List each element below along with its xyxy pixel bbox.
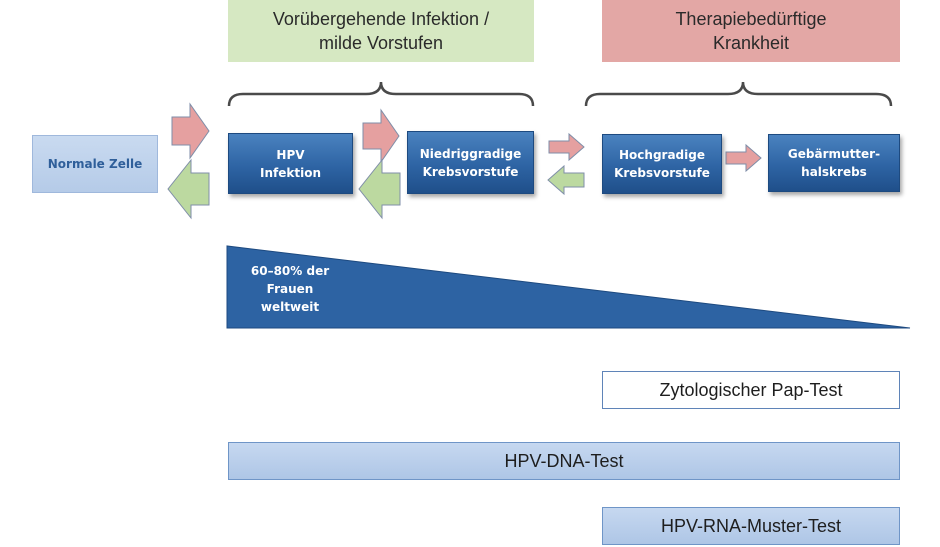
stage-cervical-cancer: Gebärmutter- halskrebs (768, 134, 900, 192)
arrow-right-icon-3 (548, 132, 585, 162)
stage-hpv-infection: HPV Infektion (228, 133, 353, 194)
stage-high-grade-precursor-label: Hochgradige Krebsvorstufe (614, 148, 710, 180)
prevalence-label-text: 60–80% der Frauen weltweit (250, 264, 330, 314)
header-transient-infection: Vorübergehende Infektion / milde Vorstuf… (228, 0, 534, 62)
arrow-left-icon-1 (167, 158, 210, 220)
test-pap: Zytologischer Pap-Test (602, 371, 900, 409)
arrow-left-icon-2 (358, 158, 401, 220)
test-pap-label: Zytologischer Pap-Test (659, 379, 843, 400)
stage-hpv-infection-label: HPV Infektion (260, 147, 321, 180)
test-hpv-rna: HPV-RNA-Muster-Test (602, 507, 900, 545)
test-hpv-rna-label: HPV-RNA-Muster-Test (660, 515, 842, 536)
brace-left-path (227, 81, 535, 107)
arrow-left-icon-3 (547, 164, 585, 196)
header-transient-infection-label: Vorübergehende Infektion / milde Vorstuf… (272, 9, 490, 53)
stage-low-grade-precursor: Niedriggradige Krebsvorstufe (407, 131, 534, 194)
test-hpv-dna-label: HPV-DNA-Test (504, 450, 624, 471)
stage-normal-cell-label: Normale Zelle (47, 157, 143, 171)
header-therapy-disease: Therapiebedürftige Krankheit (602, 0, 900, 62)
stage-cervical-cancer-label: Gebärmutter- halskrebs (787, 147, 881, 179)
test-hpv-dna: HPV-DNA-Test (228, 442, 900, 480)
header-therapy-disease-label: Therapiebedürftige Krankheit (675, 9, 827, 53)
stage-high-grade-precursor: Hochgradige Krebsvorstufe (602, 134, 722, 194)
arrow-right-icon-2 (362, 108, 400, 164)
arrow-right-icon-4 (725, 143, 762, 173)
prevalence-triangle (226, 245, 911, 329)
stage-low-grade-precursor-label: Niedriggradige Krebsvorstufe (419, 146, 522, 179)
arrow-right-icon-1 (171, 102, 210, 160)
stage-normal-cell: Normale Zelle (32, 135, 158, 193)
prevalence-label: 60–80% der Frauen weltweit (238, 262, 342, 316)
brace-right-path (584, 81, 893, 107)
